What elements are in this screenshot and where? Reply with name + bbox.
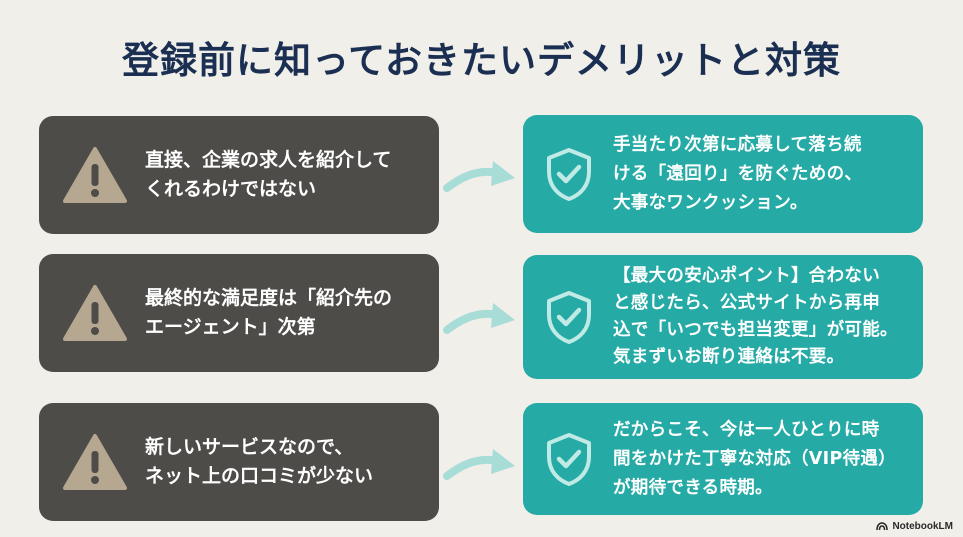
demerit-card-3: 新しいサービスなので、 ネット上の口コミが少ない <box>39 403 439 521</box>
warning-triangle-icon <box>45 146 145 204</box>
curved-arrow-icon <box>443 303 515 334</box>
solution-card-3: だからこそ、今は一人ひとりに時 間をかけた丁寧な対応（VIP待遇） が期待できる… <box>523 403 923 515</box>
shield-check-icon <box>525 289 613 345</box>
solution-text-1: 手当たり次第に応募して落ち続 ける「遠回り」を防ぐための、 大事なワンクッション… <box>613 134 863 213</box>
curved-arrow-icon <box>443 449 515 480</box>
warning-triangle-icon <box>45 433 145 491</box>
demerit-text-3: 新しいサービスなので、 ネット上の口コミが少ない <box>145 436 374 487</box>
demerit-text-1: 直接、企業の求人を紹介して くれるわけではない <box>145 149 392 200</box>
shield-check-icon <box>525 431 613 487</box>
demerit-card-1: 直接、企業の求人を紹介して くれるわけではない <box>39 116 439 234</box>
solution-card-2: 【最大の安心ポイント】合わない と感じたら、公式サイトから再申 込で「いつでも担… <box>523 255 923 379</box>
shield-check-icon <box>525 146 613 202</box>
demerit-card-2: 最終的な満足度は「紹介先の エージェント」次第 <box>39 254 439 372</box>
warning-triangle-icon <box>45 284 145 342</box>
solution-text-3: だからこそ、今は一人ひとりに時 間をかけた丁寧な対応（VIP待遇） が期待できる… <box>613 419 896 498</box>
curved-arrow-icon <box>443 161 515 192</box>
solution-text-2: 【最大の安心ポイント】合わない と感じたら、公式サイトから再申 込で「いつでも担… <box>613 266 898 367</box>
brand-label: NotebookLM <box>892 521 953 532</box>
notebooklm-logo-icon <box>876 522 889 531</box>
brand-watermark: NotebookLM <box>876 521 953 532</box>
solution-card-1: 手当たり次第に応募して落ち続 ける「遠回り」を防ぐための、 大事なワンクッション… <box>523 115 923 233</box>
demerit-text-2: 最終的な満足度は「紹介先の エージェント」次第 <box>145 287 393 338</box>
page-title: 登録前に知っておきたいデメリットと対策 <box>121 39 842 82</box>
